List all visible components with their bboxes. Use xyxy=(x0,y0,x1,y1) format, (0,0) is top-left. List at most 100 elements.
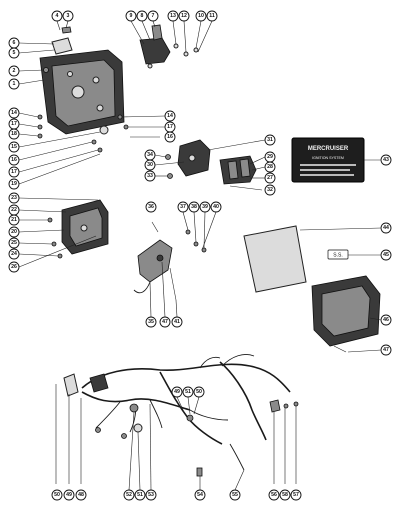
callout-number: 48 xyxy=(78,492,84,498)
callout-57: 57 xyxy=(290,489,302,501)
callout-44: 44 xyxy=(380,222,392,234)
callout-49: 49 xyxy=(171,386,183,398)
callout-34: 34 xyxy=(144,149,156,161)
amplifier-cover xyxy=(311,275,381,353)
callout-39: 39 xyxy=(199,201,211,213)
callout-16: 16 xyxy=(164,131,176,143)
callout-49: 49 xyxy=(63,489,75,501)
callout-number: 43 xyxy=(383,157,389,163)
callout-38: 38 xyxy=(188,201,200,213)
callout-47: 47 xyxy=(380,344,392,356)
callout-number: 27 xyxy=(267,175,273,181)
screw xyxy=(43,67,49,73)
callout-number: 8 xyxy=(141,13,144,19)
callout-number: 5 xyxy=(13,50,16,56)
callout-number: 49 xyxy=(174,389,180,395)
callout-40: 40 xyxy=(210,201,222,213)
callout-58: 58 xyxy=(279,489,291,501)
callout-number: 22 xyxy=(11,207,17,213)
callout-number: 2 xyxy=(13,68,16,74)
cover-gasket xyxy=(243,225,307,293)
callout-number: 26 xyxy=(11,264,17,270)
callout-14: 14 xyxy=(164,110,176,122)
callout-30: 30 xyxy=(144,159,156,171)
callout-35: 35 xyxy=(145,316,157,328)
callout-27: 27 xyxy=(264,172,276,184)
callout-50: 50 xyxy=(193,386,205,398)
callout-number: 1 xyxy=(13,81,16,87)
callout-number: 51 xyxy=(137,492,143,498)
callout-37: 37 xyxy=(177,201,189,213)
callout-31: 31 xyxy=(264,134,276,146)
callout-number: 45 xyxy=(383,252,389,258)
callout-number: 50 xyxy=(54,492,60,498)
callout-1: 1 xyxy=(8,78,20,90)
callout-number: 46 xyxy=(383,317,389,323)
callout-number: 6 xyxy=(13,40,16,46)
callout-50: 50 xyxy=(51,489,63,501)
callout-17: 17 xyxy=(8,118,20,130)
callout-number: 10 xyxy=(198,13,204,19)
callout-3: 3 xyxy=(62,10,74,22)
callout-number: 3 xyxy=(67,13,70,19)
callout-8: 8 xyxy=(136,10,148,22)
callout-number: 38 xyxy=(191,204,197,210)
callout-number: 54 xyxy=(197,492,203,498)
callout-number: 50 xyxy=(196,389,202,395)
callout-number: 41 xyxy=(174,319,180,325)
callout-number: 37 xyxy=(180,204,186,210)
callout-45: 45 xyxy=(380,249,392,261)
callout-number: 49 xyxy=(66,492,72,498)
callout-28: 28 xyxy=(264,161,276,173)
callout-number: 23 xyxy=(11,195,17,201)
callout-5: 5 xyxy=(8,47,20,59)
callout-number: 30 xyxy=(147,162,153,168)
callout-33: 33 xyxy=(144,170,156,182)
callout-11: 11 xyxy=(206,10,218,22)
sensor-bracket xyxy=(133,221,207,301)
nameplate-line2: IGNITION SYSTEM xyxy=(312,156,344,160)
leader-lines xyxy=(18,20,382,491)
callout-4: 4 xyxy=(51,10,63,22)
callout-number: 14 xyxy=(11,110,17,116)
callout-number: 21 xyxy=(11,217,17,223)
callout-17: 17 xyxy=(164,121,176,133)
callout-25: 25 xyxy=(8,237,20,249)
wiring-harness xyxy=(81,354,291,477)
callout-number: 19 xyxy=(11,181,17,187)
callout-16: 16 xyxy=(8,154,20,166)
callout-26: 26 xyxy=(8,261,20,273)
amplifier-housing xyxy=(39,49,125,135)
callout-number: 52 xyxy=(126,492,132,498)
callout-51: 51 xyxy=(182,386,194,398)
callout-number: 57 xyxy=(293,492,299,498)
callout-number: 36 xyxy=(148,204,154,210)
callout-number: 15 xyxy=(11,144,17,150)
callout-53: 53 xyxy=(145,489,157,501)
callout-number: 16 xyxy=(11,157,17,163)
callout-number: 44 xyxy=(383,225,389,231)
callout-24: 24 xyxy=(8,248,20,260)
callout-number: 20 xyxy=(11,229,17,235)
callout-number: 28 xyxy=(267,164,273,170)
callout-number: 33 xyxy=(147,173,153,179)
callout-number: 9 xyxy=(130,13,133,19)
callout-15: 15 xyxy=(8,141,20,153)
callout-10: 10 xyxy=(195,10,207,22)
callout-number: 17 xyxy=(167,124,173,130)
callout-36: 36 xyxy=(145,201,157,213)
harness-clips-right xyxy=(269,399,299,484)
callout-number: 14 xyxy=(167,113,173,119)
callout-7: 7 xyxy=(147,10,159,22)
callout-48: 48 xyxy=(75,489,87,501)
callout-29: 29 xyxy=(264,151,276,163)
callout-number: 24 xyxy=(11,251,17,257)
callout-number: 53 xyxy=(148,492,154,498)
terminal-bracket xyxy=(139,24,199,69)
callout-14: 14 xyxy=(8,107,20,119)
callout-51: 51 xyxy=(134,489,146,501)
callout-32: 32 xyxy=(264,184,276,196)
gasket-pad xyxy=(51,26,73,55)
callout-number: 51 xyxy=(185,389,191,395)
callout-number: 4 xyxy=(56,13,59,19)
